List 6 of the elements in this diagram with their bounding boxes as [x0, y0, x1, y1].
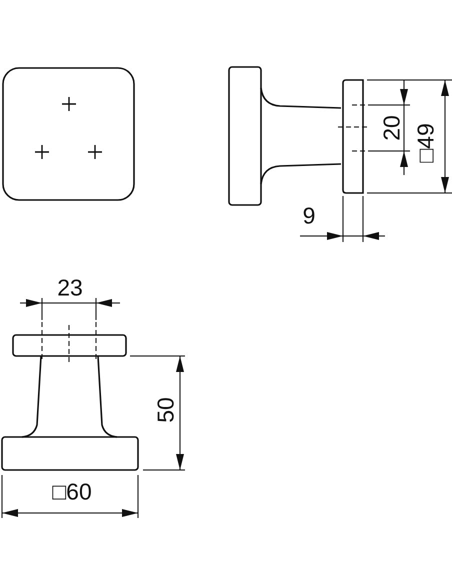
- dimension-label: □60: [52, 480, 92, 504]
- dimension-label: □49: [414, 123, 438, 163]
- dimension-label: 20: [380, 115, 404, 141]
- dimension-label: 23: [57, 276, 83, 300]
- dimension-label: 50: [154, 397, 178, 423]
- dimension-label: 9: [302, 204, 316, 228]
